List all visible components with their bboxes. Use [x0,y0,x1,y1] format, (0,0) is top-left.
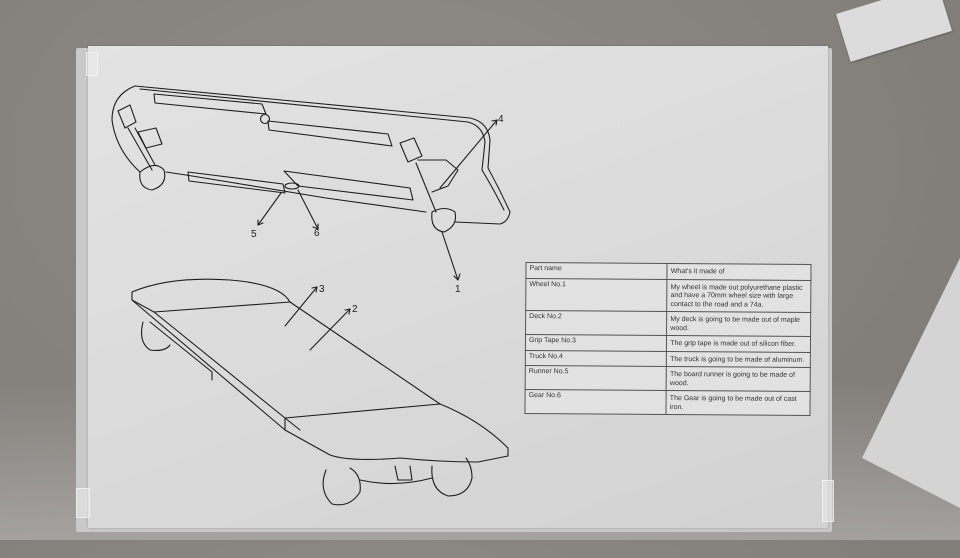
callout-2: 2 [352,304,358,315]
header-part-name: Part name [525,262,668,279]
callout-1: 1 [455,284,461,295]
part-material: The Gear is going to be made out of cast… [666,390,811,416]
callout-4: 4 [498,114,504,125]
callout-5: 5 [251,229,257,240]
part-name: Wheel No.1 [525,278,668,312]
underside-view [111,85,511,281]
tape-strip [822,480,834,522]
part-name: Gear No.6 [524,389,667,415]
part-name: Deck No.2 [525,310,667,336]
callout-3: 3 [319,284,325,295]
tape-strip [86,52,98,76]
callout-6: 6 [314,228,320,239]
part-material: The grip tape is made out of silicon fib… [666,335,811,352]
callout-labels: 4 5 6 1 3 2 [251,114,504,315]
table-row: Deck No.2 My deck is going to be made ou… [525,310,811,337]
part-name: Grip Tape No.3 [525,334,667,351]
part-name: Runner No.5 [525,365,667,391]
part-material: My wheel is made out polyurethane plasti… [666,278,811,313]
part-material: The board runner is going to be made of … [666,366,811,392]
table-row: Runner No.5 The board runner is going to… [525,365,811,392]
deck-view [131,278,509,506]
part-name: Truck No.4 [525,350,667,367]
part-material: My deck is going to be made out of maple… [666,311,811,337]
header-material: What's it made of [667,263,812,280]
table-row: Wheel No.1 My wheel is made out polyuret… [525,278,811,313]
table-row: Gear No.6 The Gear is going to be made o… [524,389,811,416]
part-material: The truck is going to be made of aluminu… [666,350,811,368]
parts-materials-table: Part name What's it made of Wheel No.1 M… [524,262,812,416]
tape-strip [76,488,90,518]
skateboard-drawing: 4 5 6 1 3 2 [111,85,511,506]
